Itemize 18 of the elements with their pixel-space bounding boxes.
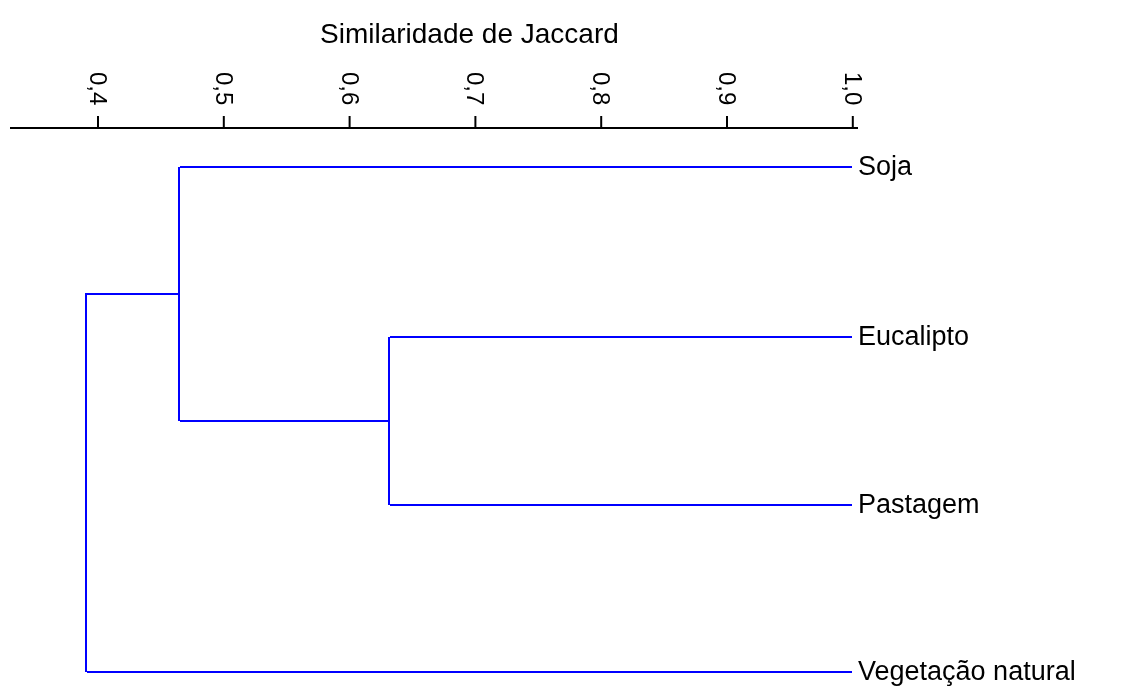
dendrogram-branch — [389, 504, 853, 506]
tick-label: 0,9 — [715, 72, 739, 106]
dendrogram-branch — [389, 336, 853, 338]
tick-label: 1,0 — [840, 72, 865, 106]
dendrogram-branch — [179, 420, 389, 422]
leaf-label: Eucalipto — [858, 321, 970, 351]
dendrogram-branch — [179, 166, 853, 168]
axis-title: Similaridade de Jaccard — [320, 18, 619, 50]
leaf-label: Pastagem — [858, 489, 980, 519]
leaf-label: Vegetação natural — [858, 656, 1076, 686]
dendrogram-branch — [86, 671, 853, 673]
dendrogram-branch — [86, 293, 179, 295]
leaf-label: Soja — [858, 151, 913, 181]
tick-label: 0,4 — [86, 72, 110, 106]
tick-label: 0,6 — [337, 72, 362, 106]
tick-label: 0,8 — [589, 72, 614, 106]
tick-label: 0,7 — [463, 72, 488, 106]
tick-label: 0,5 — [211, 72, 236, 106]
